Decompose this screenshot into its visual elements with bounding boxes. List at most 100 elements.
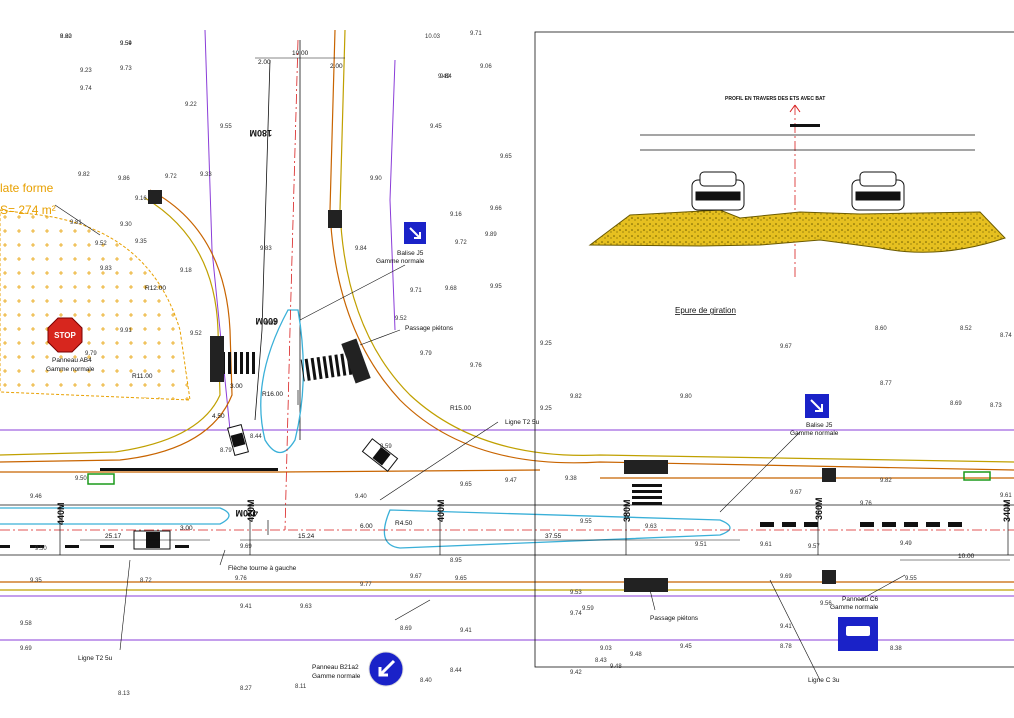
spot-height: 9.61 (760, 542, 772, 548)
spot-height: 10.03 (425, 34, 441, 40)
spot-height: 9.33 (200, 172, 212, 178)
c6-label-2: Gamme normale (830, 604, 879, 611)
spot-height: 9.49 (438, 74, 450, 80)
bus-icon (846, 626, 870, 636)
spot-height: 8.27 (240, 686, 252, 692)
spot-height: 8.79 (220, 448, 232, 454)
dim-label: 10.00 (958, 553, 975, 560)
c6-label-1: Panneau C6 (842, 596, 879, 603)
balise-left-arrow-icon (409, 227, 421, 239)
dim-label: 37.55 (545, 533, 562, 540)
dim-label: 4.50 (212, 413, 225, 420)
spot-height: 9.18 (180, 268, 192, 274)
spot-height: 9.58 (20, 621, 32, 627)
stop-label-2: Gamme normale (46, 366, 95, 373)
spot-height: 9.35 (135, 239, 147, 245)
dimension-lines (80, 57, 1010, 561)
spot-height: 9.65 (500, 154, 512, 160)
spot-height: 8.44 (250, 434, 262, 440)
spot-height: 9.25 (540, 341, 552, 347)
spot-height: 9.74 (570, 611, 582, 617)
spot-height: 9.74 (80, 86, 92, 92)
crossing-west (222, 352, 258, 374)
vehicle-middle (361, 438, 399, 472)
spot-height: 9.06 (480, 64, 492, 70)
spot-height: 8.73 (990, 403, 1002, 409)
spot-height: 8.52 (960, 326, 972, 332)
vehicle-top-left (227, 424, 249, 456)
stop-line (100, 468, 278, 471)
ligne-t2-bottom-label: Ligne T2 5u (78, 655, 113, 662)
passage-label-bottom: Passage piétons (650, 615, 699, 622)
spot-height: 9.98 (265, 321, 277, 327)
spot-height: 9.42 (570, 670, 582, 676)
spot-height: 9.76 (235, 576, 247, 582)
spot-height: 9.56 (820, 601, 832, 607)
platform-label-1: late forme (0, 181, 54, 195)
dim-label: 25.17 (105, 533, 122, 540)
fleche-label: Flèche tourne à gauche (228, 565, 297, 572)
spot-height: 9.25 (540, 406, 552, 412)
spot-height: 9.38 (565, 476, 577, 482)
stop-label-1: Panneau AB4 (52, 357, 92, 364)
spot-height: 9.91 (120, 328, 132, 334)
spot-height: 9.81 (70, 220, 82, 226)
pk-ticks (59, 390, 1009, 555)
spot-height: 9.52 (95, 241, 107, 247)
pk-label: 360M (814, 497, 824, 520)
pk-label: 440M (56, 502, 66, 525)
spot-height: 9.30 (120, 222, 132, 228)
b21-arrow-icon (378, 659, 396, 677)
pk-label: 180M (249, 128, 272, 138)
spot-height: 9.50 (35, 546, 47, 552)
spot-height: 8.60 (875, 326, 887, 332)
spot-height: 8.11 (295, 684, 307, 690)
spot-height: 9.22 (60, 34, 72, 40)
lane-dash-left (0, 545, 189, 548)
pk-label: 420M (246, 499, 256, 522)
spot-height: 9.66 (490, 206, 502, 212)
dim-label: 3.00 (230, 383, 243, 390)
spot-height: 8.59 (380, 444, 392, 450)
dim-label: R11.00 (132, 373, 153, 380)
spot-height: 9.67 (780, 344, 792, 350)
section-title: PROFIL EN TRAVERS DES ETS AVEC BAT (725, 96, 825, 102)
spot-height: 9.59 (120, 41, 132, 47)
spot-height: 9.35 (30, 578, 42, 584)
car-right (851, 171, 905, 211)
balise-right-label-1: Balise J5 (806, 422, 833, 429)
stop-sign: STOP (47, 317, 83, 353)
spot-height: 8.44 (450, 668, 462, 674)
spot-height: 8.43 (595, 658, 607, 664)
spot-height: 9.72 (455, 240, 467, 246)
dim-label: 3.00 (180, 525, 193, 532)
spot-height: 9.16 (450, 212, 462, 218)
pk-label: 380M (622, 499, 632, 522)
spot-height: 9.86 (118, 176, 130, 182)
spot-height: 9.76 (860, 501, 872, 507)
spot-height: 9.79 (420, 351, 432, 357)
spot-height: 8.78 (780, 644, 792, 650)
spot-height: 8.40 (420, 678, 432, 684)
balise-right-arrow-icon (810, 399, 823, 412)
spot-height: 9.45 (680, 644, 692, 650)
dim-label: R15.00 (450, 405, 471, 412)
spot-height: 9.54 (120, 41, 132, 47)
spot-height: 9.49 (900, 541, 912, 547)
dim-label: R16.00 (262, 391, 283, 398)
green-bin-right (963, 471, 991, 481)
spot-height: 9.82 (570, 394, 582, 400)
spot-height: 9.69 (240, 544, 252, 550)
spot-height: 8.60 (60, 34, 72, 40)
balise-right-label-2: Gamme normale (790, 430, 839, 437)
pk-label: 420M (235, 508, 258, 518)
spot-height: 8.13 (118, 691, 130, 697)
ligne-c3-label: Ligne C 3u (808, 677, 840, 684)
dim-label: 10.00 (292, 50, 309, 57)
spot-height: 9.65 (455, 576, 467, 582)
cross-section (588, 104, 1006, 253)
spot-height: 9.82 (880, 478, 892, 484)
spot-height: 9.55 (580, 519, 592, 525)
spot-height: 9.63 (300, 604, 312, 610)
